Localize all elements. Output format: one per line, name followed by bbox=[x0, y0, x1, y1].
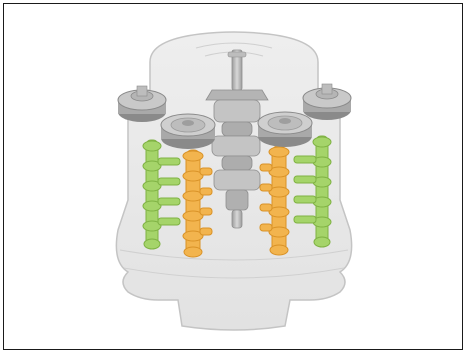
left-inner-gear bbox=[161, 114, 215, 149]
right-inner-gear bbox=[258, 112, 312, 147]
